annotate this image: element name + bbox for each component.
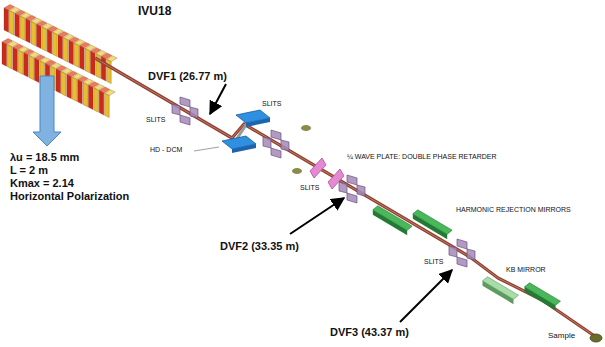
slit-assemblies: [172, 97, 475, 267]
part-label: SLITS: [146, 116, 165, 124]
part-label: KB MIRROR: [506, 266, 546, 274]
mirror-slab: [413, 210, 452, 234]
distance-callout: DVF3 (43.37 m): [330, 326, 409, 339]
slit-icon: [449, 239, 475, 267]
down-arrow: [33, 76, 61, 146]
parameter-text: L = 2 m: [10, 164, 48, 177]
parameter-text: Horizontal Polarization: [10, 190, 129, 203]
sample: [590, 334, 602, 342]
slit-icon: [172, 97, 198, 125]
x-ray-beam: [95, 58, 596, 337]
part-label: SLITS: [300, 184, 319, 192]
mirror-slab: [525, 283, 561, 305]
part-label: Sample: [548, 331, 575, 340]
mirror-slab: [483, 277, 519, 299]
part-label: SLITS: [424, 258, 443, 266]
olive-markers: [292, 125, 311, 174]
part-label: HD - DCM: [150, 146, 182, 154]
part-label: SLITS: [262, 100, 281, 108]
parameter-text: Kmax = 2.14: [10, 177, 74, 190]
dcm-crystals: [194, 110, 270, 153]
distance-callout: DVF1 (26.77 m): [148, 70, 227, 83]
distance-callout: DVF2 (33.35 m): [220, 240, 299, 253]
part-label: ¼ WAVE PLATE: DOUBLE PHASE RETARDER: [347, 153, 497, 161]
slit-icon: [263, 130, 289, 158]
parameter-text: λu = 18.5 mm: [10, 151, 79, 164]
dvf-arrows: [210, 84, 452, 322]
mirror-slab: [373, 206, 412, 230]
part-label: HARMONIC REJECTION MIRRORS: [456, 206, 571, 214]
device-name: IVU18: [138, 5, 171, 19]
mirrors: [373, 206, 561, 310]
